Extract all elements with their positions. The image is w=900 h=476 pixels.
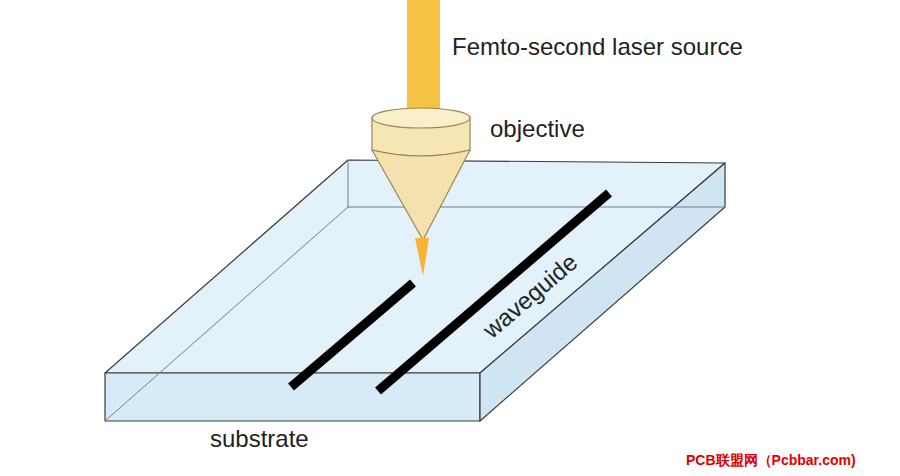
objective-lens — [372, 108, 470, 240]
laser-beam — [407, 0, 440, 112]
focused-beam — [415, 238, 429, 276]
watermark: PCB联盟网（Pcbbar.com) — [686, 453, 856, 468]
laser-label: Femto-second laser source — [452, 34, 743, 60]
objective-label: objective — [490, 116, 585, 142]
substrate-label: substrate — [210, 426, 309, 452]
